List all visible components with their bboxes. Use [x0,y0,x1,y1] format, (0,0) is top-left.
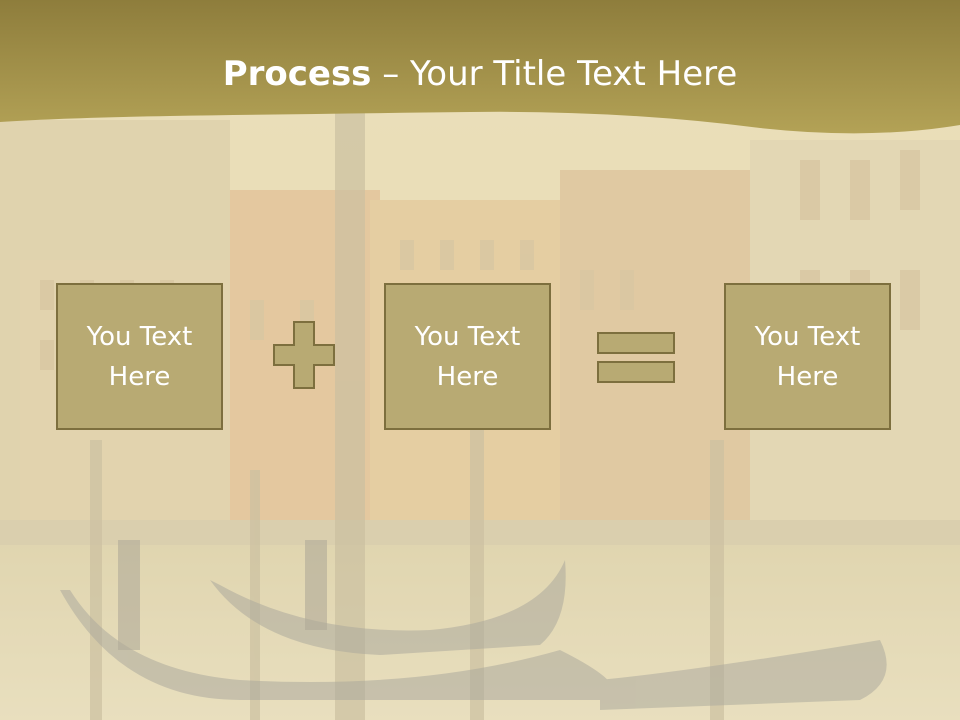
process-box-2-text: You Text Here [414,321,521,392]
plus-icon [273,321,335,389]
slide-title: Process – Your Title Text Here [0,52,960,96]
process-box-1-text: You Text Here [86,321,193,392]
equals-icon [597,332,675,383]
header-band [0,0,960,134]
process-box-3[interactable]: You Text Here [724,283,891,430]
process-box-1[interactable]: You Text Here [56,283,223,430]
process-box-3-text: You Text Here [754,321,861,392]
title-rest-text: – Your Title Text Here [371,54,738,94]
process-box-2[interactable]: You Text Here [384,283,551,430]
title-bold-text: Process [222,54,372,94]
